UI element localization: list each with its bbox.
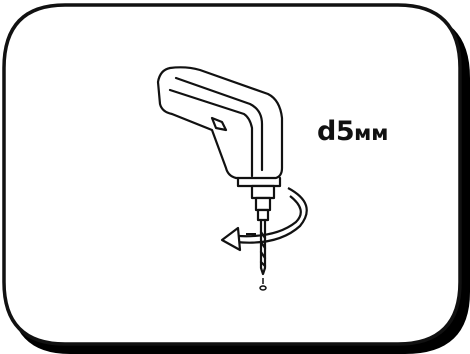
drill-size-unit: мм: [354, 121, 388, 145]
hole-mark-icon: [260, 278, 266, 290]
drill-size-label: d5мм: [317, 118, 388, 145]
drill-size-value: d5: [317, 116, 354, 147]
